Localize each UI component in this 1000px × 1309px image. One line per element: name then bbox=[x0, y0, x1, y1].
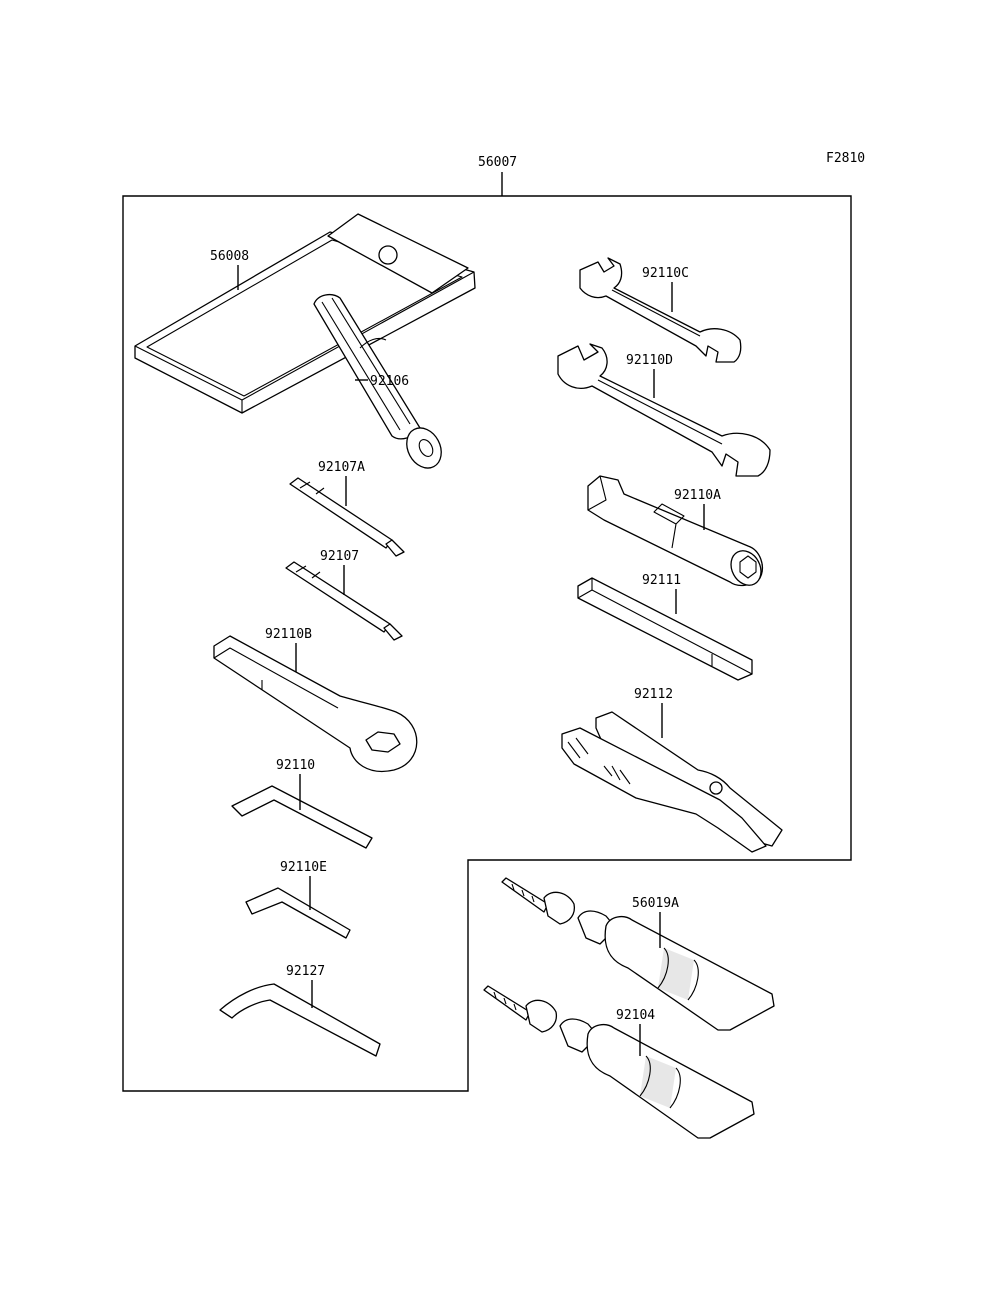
spark-plug-wrench-92110a: 92110A bbox=[587, 475, 763, 587]
tool-pouch-56008: 56008 bbox=[134, 213, 476, 414]
label-92112: 92112 bbox=[634, 687, 673, 702]
label-92104: 92104 bbox=[616, 1008, 655, 1023]
open-end-wrench-92110c: 92110C bbox=[579, 257, 742, 363]
label-56008: 56008 bbox=[210, 249, 249, 264]
label-92111: 92111 bbox=[642, 573, 681, 588]
label-56019a: 56019A bbox=[632, 896, 679, 911]
hex-key-92127: 92127 bbox=[219, 964, 381, 1057]
sealant-tube-92104: 92104 bbox=[483, 985, 755, 1139]
kit-boundary bbox=[122, 195, 852, 1092]
label-92110: 92110 bbox=[276, 758, 315, 773]
label-92107a: 92107A bbox=[318, 460, 365, 475]
label-92110e: 92110E bbox=[280, 860, 327, 875]
label-92110c: 92110C bbox=[642, 266, 689, 281]
kit-label: 56007 bbox=[478, 155, 517, 170]
label-92127: 92127 bbox=[286, 964, 325, 979]
grease-tube-56019a: 56019A bbox=[501, 877, 775, 1031]
figure-code: F2810 bbox=[826, 151, 865, 166]
screwdriver-handle-92106: 92106 bbox=[313, 293, 442, 469]
label-92110d: 92110D bbox=[626, 353, 673, 368]
label-92110b: 92110B bbox=[265, 627, 312, 642]
hex-key-92110e: 92110E bbox=[245, 860, 351, 939]
label-92106: 92106 bbox=[370, 374, 409, 389]
box-wrench-92110b: 92110B bbox=[213, 627, 418, 773]
tommy-bar-92111: 92111 bbox=[577, 573, 753, 681]
hex-key-92110: 92110 bbox=[231, 758, 373, 849]
label-92110a: 92110A bbox=[674, 488, 721, 503]
screwdriver-bit-92107: 92107 bbox=[285, 549, 403, 641]
screwdriver-bit-92107a: 92107A bbox=[289, 460, 405, 557]
pliers-92112: 92112 bbox=[561, 687, 783, 853]
label-92107: 92107 bbox=[320, 549, 359, 564]
open-end-wrench-92110d: 92110D bbox=[557, 343, 771, 477]
